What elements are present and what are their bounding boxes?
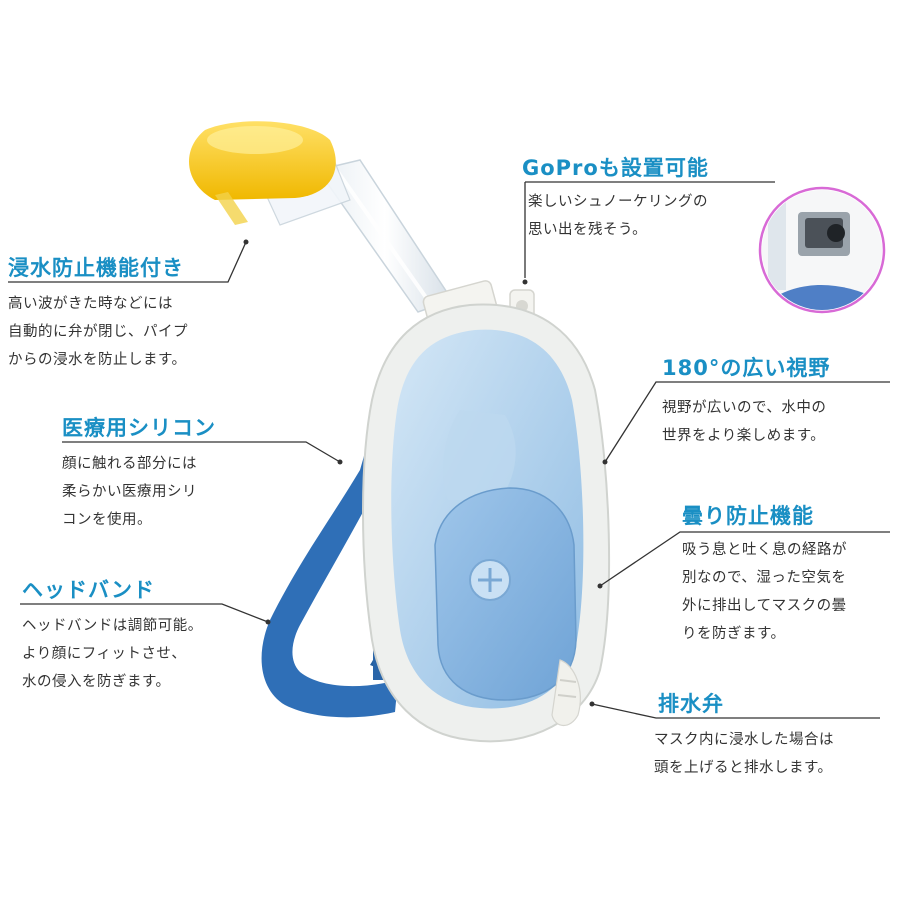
anti-fog-line: 吸う息と吐く息の経路が xyxy=(682,542,847,558)
wide-view-line: 世界をより楽しめます。 xyxy=(662,428,826,444)
anti-fog-title: 曇り防止機能 xyxy=(682,504,814,528)
gopro-line: 思い出を残そう。 xyxy=(528,222,648,238)
gopro-line: 楽しいシュノーケリングの xyxy=(528,194,708,210)
silicone-description: 顔に触れる部分には 柔らかい医療用シリ コンを使用。 xyxy=(62,450,197,534)
silicone-line: コンを使用。 xyxy=(62,512,152,528)
drain-line: マスク内に浸水した場合は xyxy=(654,732,834,748)
snorkel-tube xyxy=(188,121,498,328)
headband-line: ヘッドバンドは調節可能。 xyxy=(22,618,203,634)
mouth-piece xyxy=(434,487,577,701)
headband-description: ヘッドバンドは調節可能。 より顔にフィットさせ、 水の侵入を防ぎます。 xyxy=(22,612,203,696)
anti-fog-line: 別なので、湿った空気を xyxy=(682,570,847,586)
drain-description: マスク内に浸水した場合は 頭を上げると排水します。 xyxy=(654,726,834,782)
drain-line: 頭を上げると排水します。 xyxy=(654,760,833,776)
drain-valve xyxy=(551,659,581,727)
anti-flood-line: からの浸水を防止します。 xyxy=(8,352,187,368)
silicone-line: 柔らかい医療用シリ xyxy=(62,484,197,500)
gopro-inset-image xyxy=(758,186,886,314)
wide-view-line: 視野が広いので、水中の xyxy=(662,400,827,416)
anti-fog-description: 吸う息と吐く息の経路が 別なので、湿った空気を 外に排出してマスクの曇 りを防ぎ… xyxy=(682,536,847,648)
wide-view-description: 視野が広いので、水中の 世界をより楽しめます。 xyxy=(662,394,826,450)
headband-title: ヘッドバンド xyxy=(22,578,156,602)
anti-fog-line: 外に排出してマスクの曇 xyxy=(682,598,847,614)
leader-lines xyxy=(8,181,890,719)
anti-fog-line: りを防ぎます。 xyxy=(682,626,786,642)
anti-flood-line: 自動的に弁が閉じ、パイプ xyxy=(8,324,188,340)
headband-line: より顔にフィットさせ、 xyxy=(22,646,187,662)
silicone-title: 医療用シリコン xyxy=(62,416,216,440)
gopro-title: GoProも設置可能 xyxy=(522,156,709,180)
headband-line: 水の侵入を防ぎます。 xyxy=(22,674,171,690)
silicone-line: 顔に触れる部分には xyxy=(62,456,197,472)
anti-flood-line: 高い波がきた時などには xyxy=(8,296,173,312)
drain-title: 排水弁 xyxy=(658,692,724,716)
gopro-description: 楽しいシュノーケリングの 思い出を残そう。 xyxy=(528,188,708,244)
anti-flood-description: 高い波がきた時などには 自動的に弁が閉じ、パイプ からの浸水を防止します。 xyxy=(8,290,188,374)
anti-flood-title: 浸水防止機能付き xyxy=(8,256,184,280)
wide-view-title: 180°の広い視野 xyxy=(662,356,831,380)
